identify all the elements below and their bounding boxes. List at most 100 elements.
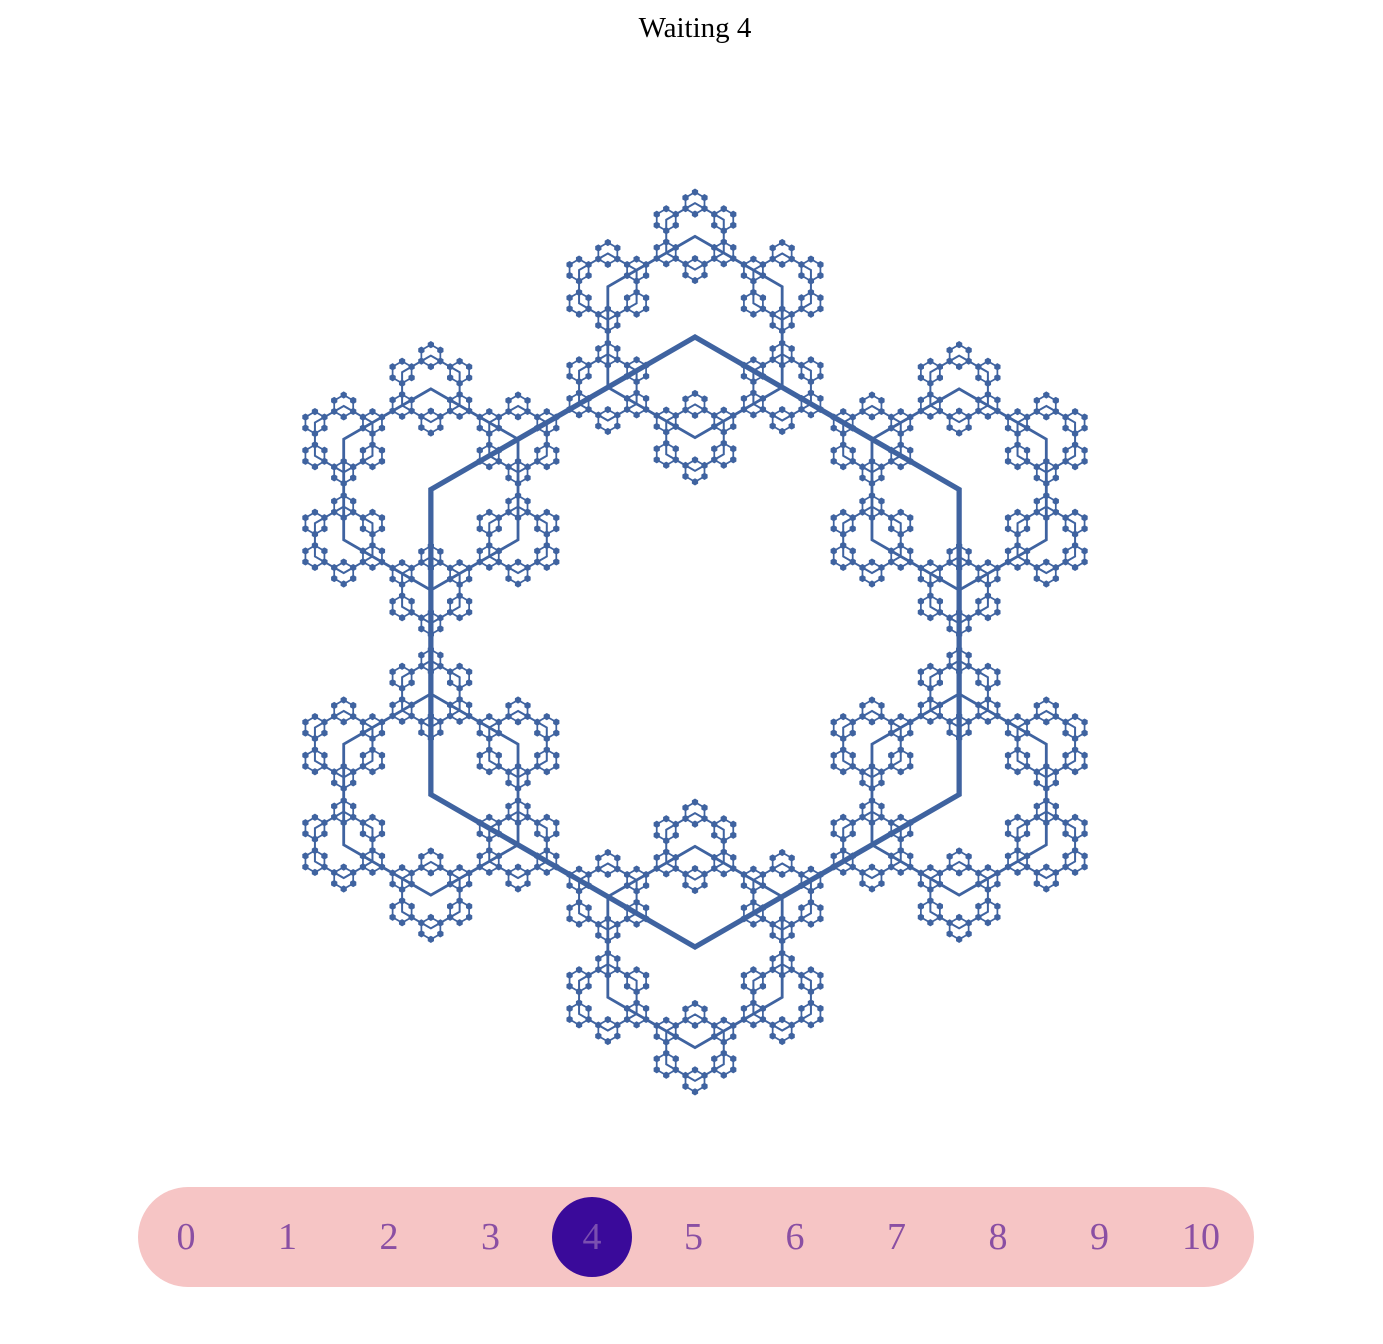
- fractal-dot: [888, 424, 895, 432]
- fractal-dot: [1014, 846, 1021, 855]
- fractal-dot: [566, 260, 573, 269]
- fractal-dot: [389, 701, 396, 709]
- fractal-dot: [465, 869, 473, 877]
- fractal-dot: [398, 863, 406, 872]
- fractal-dot: [340, 413, 347, 421]
- fractal-dot: [682, 870, 689, 878]
- level-option-6[interactable]: 6: [785, 1216, 805, 1258]
- fractal-dot: [936, 374, 943, 382]
- fractal-dot: [840, 530, 847, 538]
- fractal-dot: [730, 820, 737, 828]
- fractal-dot: [830, 514, 837, 522]
- fractal-dot: [1062, 729, 1069, 737]
- fractal-dot: [418, 412, 425, 421]
- fractal-dot: [437, 852, 444, 861]
- level-option-5[interactable]: 5: [684, 1216, 703, 1258]
- fractal-dot: [1062, 863, 1069, 871]
- fractal-dot: [759, 361, 767, 369]
- fractal-dot: [1081, 547, 1088, 555]
- fractal-dot: [514, 818, 522, 827]
- fractal-dot: [595, 255, 602, 263]
- fractal-dot: [807, 999, 815, 1007]
- fractal-dot: [868, 885, 876, 893]
- fractal-dot: [653, 254, 660, 263]
- fractal-dot: [682, 1071, 689, 1079]
- fractal-dot: [888, 819, 895, 827]
- fractal-dot: [585, 294, 592, 302]
- fractal-dot: [614, 355, 621, 364]
- fractal-dot: [389, 902, 396, 910]
- fractal-dot: [859, 574, 866, 583]
- level-option-0[interactable]: 0: [176, 1216, 196, 1258]
- fractal-dot: [1043, 818, 1050, 827]
- fractal-dot: [476, 547, 483, 555]
- fractal-dot: [311, 768, 319, 776]
- fractal-dot: [321, 863, 328, 871]
- fractal-dot: [1004, 547, 1012, 555]
- level-option-7[interactable]: 7: [887, 1216, 906, 1258]
- fractal-dot: [849, 547, 856, 555]
- fractal-dot: [1052, 463, 1059, 471]
- fractal-dot: [759, 294, 767, 302]
- fractal-dot: [1062, 547, 1069, 555]
- fractal-dot: [486, 813, 493, 821]
- fractal-dot: [663, 205, 670, 213]
- fractal-dot: [614, 865, 621, 873]
- fractal-dot: [888, 762, 895, 770]
- fractal-dot: [759, 915, 767, 923]
- fractal-dot: [418, 614, 425, 622]
- fractal-dot: [830, 729, 837, 737]
- fractal-dot: [682, 271, 689, 279]
- fractal-dot: [476, 852, 483, 860]
- fractal-dot: [524, 712, 531, 721]
- level-option-3[interactable]: 3: [481, 1216, 500, 1258]
- fractal-dot: [691, 254, 699, 263]
- fractal-dot: [691, 276, 699, 285]
- fractal-dot: [633, 356, 640, 364]
- fractal-dot: [1023, 446, 1031, 454]
- fractal-dot: [759, 372, 767, 380]
- fractal-hexagon: [870, 387, 1048, 592]
- fractal-dot: [302, 547, 309, 555]
- fractal-dot: [311, 441, 319, 449]
- fractal-dot: [798, 971, 805, 979]
- fractal-dot: [956, 608, 963, 617]
- fractal-dot: [946, 728, 953, 737]
- fractal-dot: [534, 525, 541, 533]
- fractal-dot: [495, 830, 502, 838]
- level-option-10[interactable]: 10: [1182, 1216, 1220, 1258]
- fractal-dot: [369, 407, 376, 416]
- fractal-dot: [553, 525, 560, 533]
- fractal-dot: [524, 768, 531, 776]
- level-option-1[interactable]: 1: [278, 1216, 297, 1258]
- fractal-dot: [888, 558, 895, 566]
- fractal-dot: [1014, 530, 1021, 538]
- fractal-dot: [456, 390, 463, 399]
- fractal-dot: [975, 679, 982, 687]
- fractal-dot: [730, 831, 737, 839]
- fractal-dot: [965, 717, 972, 726]
- fractal-dot: [427, 913, 434, 922]
- fractal-dot: [849, 830, 856, 838]
- fractal-dot: [907, 413, 914, 421]
- level-option-8[interactable]: 8: [988, 1216, 1008, 1258]
- fractal-dot: [534, 413, 541, 421]
- fractal-dot: [897, 846, 904, 855]
- fractal-dot: [623, 1004, 631, 1013]
- fractal-hexagon: [1016, 709, 1077, 779]
- fractal-dot: [642, 870, 650, 879]
- fractal-dot: [1033, 508, 1040, 516]
- fractal-dot: [740, 271, 748, 280]
- fractal-dot: [868, 413, 876, 421]
- level-option-4[interactable]: 4: [552, 1197, 632, 1277]
- fractal-dot: [623, 904, 631, 912]
- fractal-dot: [927, 580, 934, 589]
- level-option-2[interactable]: 2: [379, 1216, 399, 1258]
- level-option-9[interactable]: 9: [1090, 1216, 1109, 1258]
- fractal-dot: [340, 479, 347, 487]
- fractal-dot: [965, 614, 972, 622]
- fractal-dot: [311, 530, 319, 538]
- fractal-dot: [486, 541, 493, 550]
- fractal-dot: [888, 751, 895, 759]
- fractal-dot: [1043, 762, 1050, 771]
